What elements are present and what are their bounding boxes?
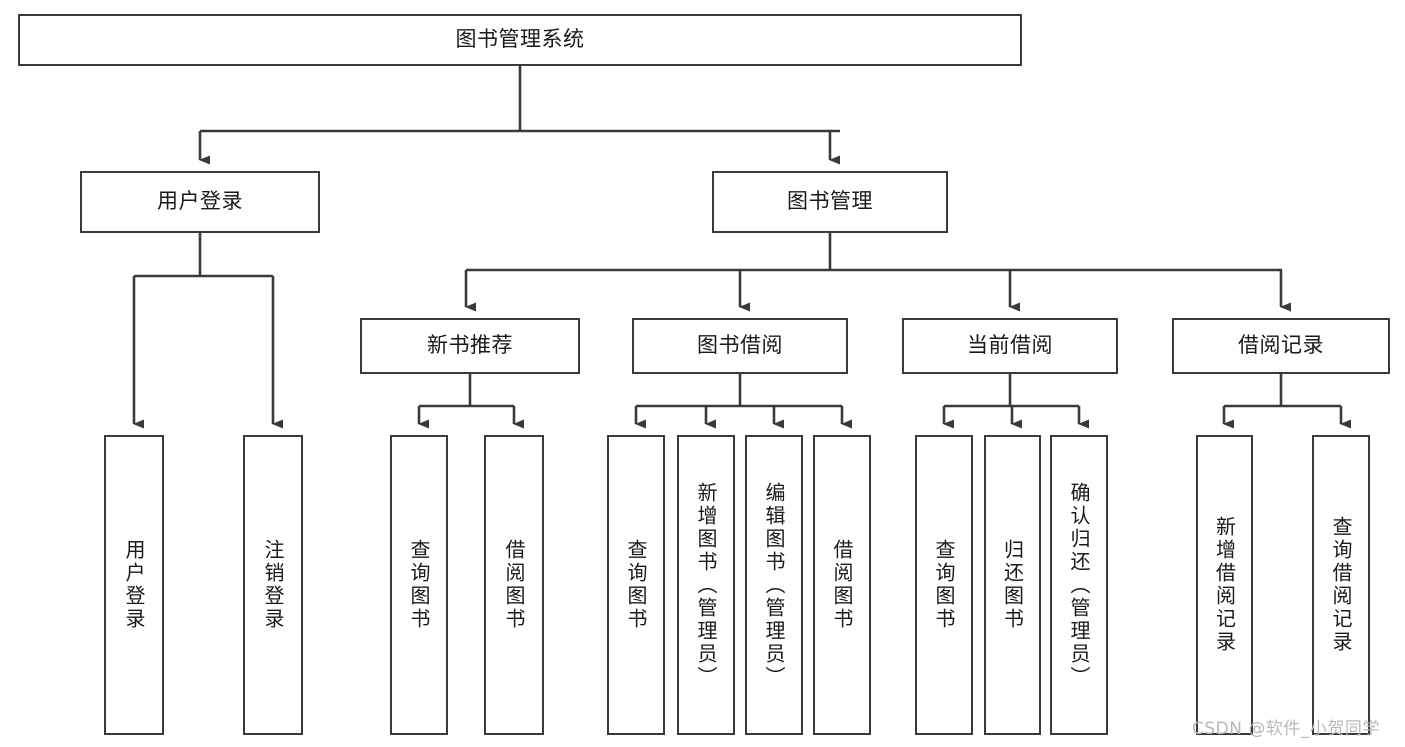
leaf-borrow-edit-book[interactable]: 编辑图书（管理员） <box>745 435 803 735</box>
node-user-login[interactable]: 用户登录 <box>80 171 320 233</box>
leaf-borrow-query-book-label: 查询图书 <box>624 539 648 631</box>
leaf-borrow-add-book-label: 新增图书（管理员） <box>694 481 718 689</box>
leaf-current-confirm-return[interactable]: 确认归还（管理员） <box>1050 435 1108 735</box>
node-book-management[interactable]: 图书管理 <box>712 171 948 233</box>
node-book-borrow-label: 图书借阅 <box>697 333 783 358</box>
leaf-borrow-query-book[interactable]: 查询图书 <box>607 435 665 735</box>
node-current-borrow[interactable]: 当前借阅 <box>902 318 1118 374</box>
leaf-record-add-record-label: 新增借阅记录 <box>1212 516 1237 654</box>
node-root-label: 图书管理系统 <box>455 27 585 52</box>
leaf-newbook-query-book[interactable]: 查询图书 <box>390 435 448 735</box>
node-current-borrow-label: 当前借阅 <box>967 333 1053 358</box>
leaf-newbook-borrow-book-label: 借阅图书 <box>502 539 526 631</box>
leaf-current-return-book[interactable]: 归还图书 <box>984 435 1041 735</box>
leaf-user-login-label: 用户登录 <box>122 539 146 631</box>
leaf-current-confirm-return-label: 确认归还（管理员） <box>1067 481 1091 689</box>
leaf-logout-label: 注销登录 <box>261 539 285 631</box>
leaf-current-query-book-label: 查询图书 <box>932 539 956 631</box>
node-user-login-label: 用户登录 <box>157 189 243 214</box>
leaf-record-add-record[interactable]: 新增借阅记录 <box>1196 435 1253 735</box>
leaf-newbook-query-book-label: 查询图书 <box>407 539 431 631</box>
node-borrow-record-label: 借阅记录 <box>1238 333 1324 358</box>
leaf-borrow-borrow-book[interactable]: 借阅图书 <box>813 435 871 735</box>
csdn-watermark: CSDN @软件_小贺同学 <box>1192 719 1380 739</box>
leaf-borrow-edit-book-label: 编辑图书（管理员） <box>762 481 786 689</box>
leaf-user-login[interactable]: 用户登录 <box>104 435 164 735</box>
leaf-borrow-add-book[interactable]: 新增图书（管理员） <box>677 435 735 735</box>
leaf-record-query-record-label: 查询借阅记录 <box>1329 516 1353 654</box>
leaf-logout[interactable]: 注销登录 <box>243 435 303 735</box>
leaf-record-query-record[interactable]: 查询借阅记录 <box>1312 435 1370 735</box>
node-new-book-recommend[interactable]: 新书推荐 <box>360 318 580 374</box>
node-book-management-label: 图书管理 <box>787 189 873 214</box>
node-borrow-record[interactable]: 借阅记录 <box>1172 318 1390 374</box>
leaf-borrow-borrow-book-label: 借阅图书 <box>830 539 854 631</box>
node-root[interactable]: 图书管理系统 <box>18 14 1022 66</box>
leaf-newbook-borrow-book[interactable]: 借阅图书 <box>484 435 544 735</box>
node-book-borrow[interactable]: 图书借阅 <box>632 318 848 374</box>
leaf-current-return-book-label: 归还图书 <box>1000 539 1025 631</box>
leaf-current-query-book[interactable]: 查询图书 <box>915 435 973 735</box>
node-new-book-recommend-label: 新书推荐 <box>427 333 513 358</box>
